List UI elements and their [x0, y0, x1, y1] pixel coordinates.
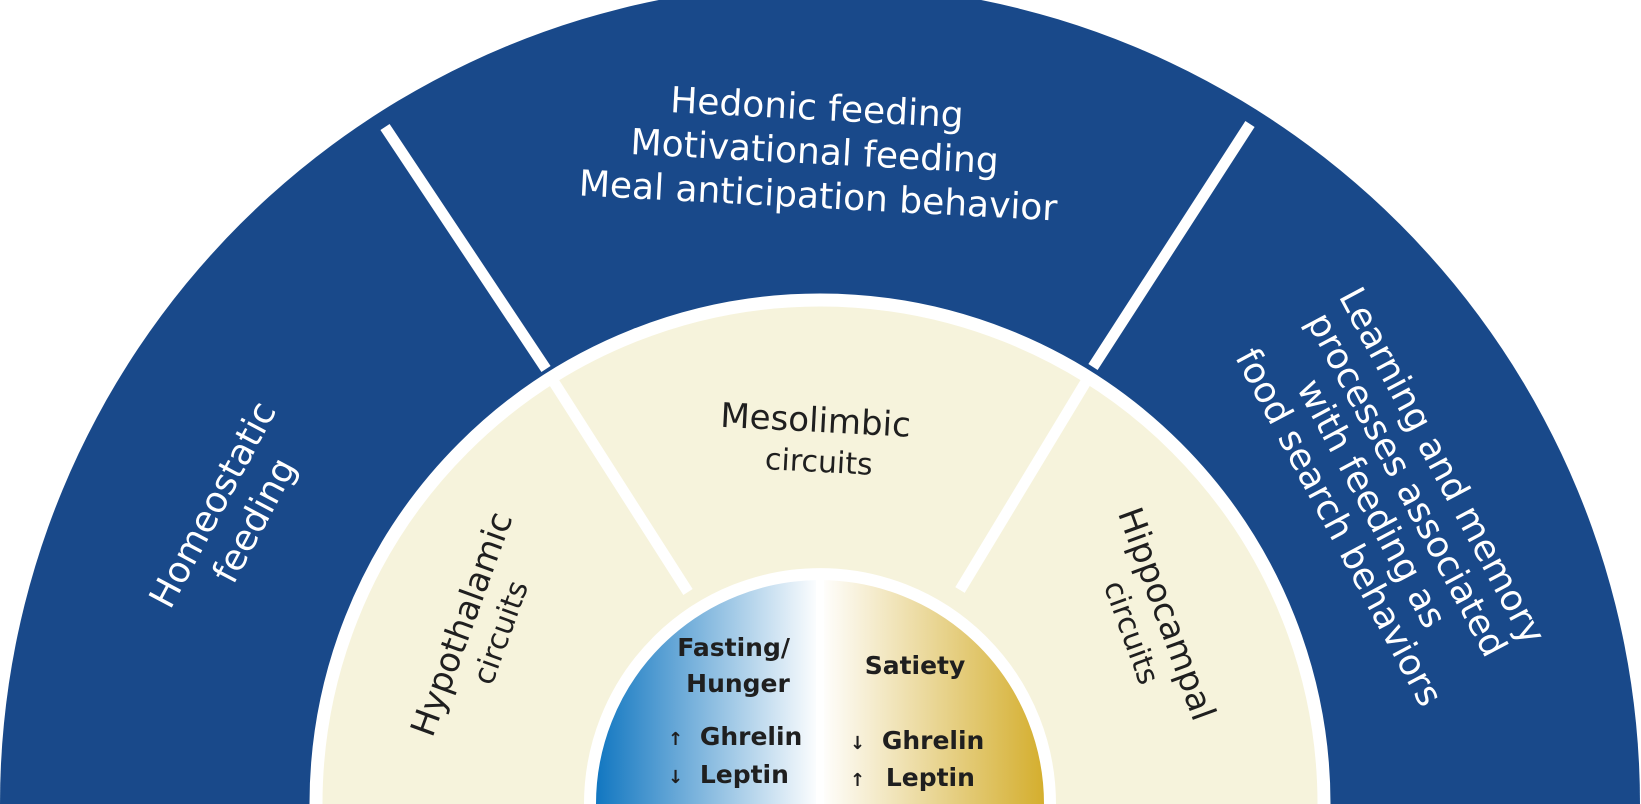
core-satiety-hormone-2: Leptin: [886, 763, 975, 792]
svg-text:↓ Ghrelin: ↓ Ghrelin: [850, 726, 984, 755]
core-hunger-title-line-2: Hunger: [686, 669, 790, 698]
core-hunger-hormone-2: Leptin: [700, 760, 789, 789]
divider-outer-right: [1088, 121, 1255, 370]
divider-middle-left: [545, 373, 693, 595]
svg-text:↓ Leptin: ↓ Leptin: [668, 760, 789, 789]
core-satiety-arrow-2: ↑: [850, 770, 865, 791]
middle-top-line-1: Mesolimbic: [719, 396, 911, 446]
middle-top-line-2: circuits: [764, 442, 873, 483]
svg-text:↑ Ghrelin: ↑ Ghrelin: [668, 722, 802, 751]
core-hunger-label: Fasting/ Hunger ↑ Ghrelin ↓ Leptin: [668, 633, 802, 789]
core-hunger-hormone-1: Ghrelin: [700, 722, 803, 751]
divider-middle-right: [955, 372, 1095, 593]
core-hunger-title-line-1: Fasting/: [677, 633, 791, 662]
ring-dividers: [309, 121, 1331, 804]
core-satiety-hormone-1: Ghrelin: [882, 726, 985, 755]
core-hunger-arrow-2: ↓: [668, 767, 683, 788]
core-satiety-title: Satiety: [865, 651, 966, 680]
middle-ring-outline: [309, 293, 1331, 804]
svg-text:Satiety: Satiety: [865, 651, 966, 680]
svg-text:Mesolimbic circuits: Mesolimbic circuits: [717, 396, 922, 485]
core-hunger-arrow-1: ↑: [668, 729, 683, 750]
middle-top-label: Mesolimbic circuits: [717, 396, 922, 485]
svg-text:Fasting/ Hunger: Fasting/ Hunger: [677, 633, 798, 698]
divider-outer-left: [380, 123, 551, 373]
middle-ring: [316, 300, 1324, 804]
core-satiety-label: Satiety ↓ Ghrelin ↑ Leptin: [850, 651, 984, 792]
svg-text:↑ Leptin: ↑ Leptin: [850, 763, 975, 792]
core-hunger-half: [590, 574, 820, 804]
core-satiety-half: [820, 574, 1050, 804]
core-satiety-arrow-1: ↓: [850, 733, 865, 754]
